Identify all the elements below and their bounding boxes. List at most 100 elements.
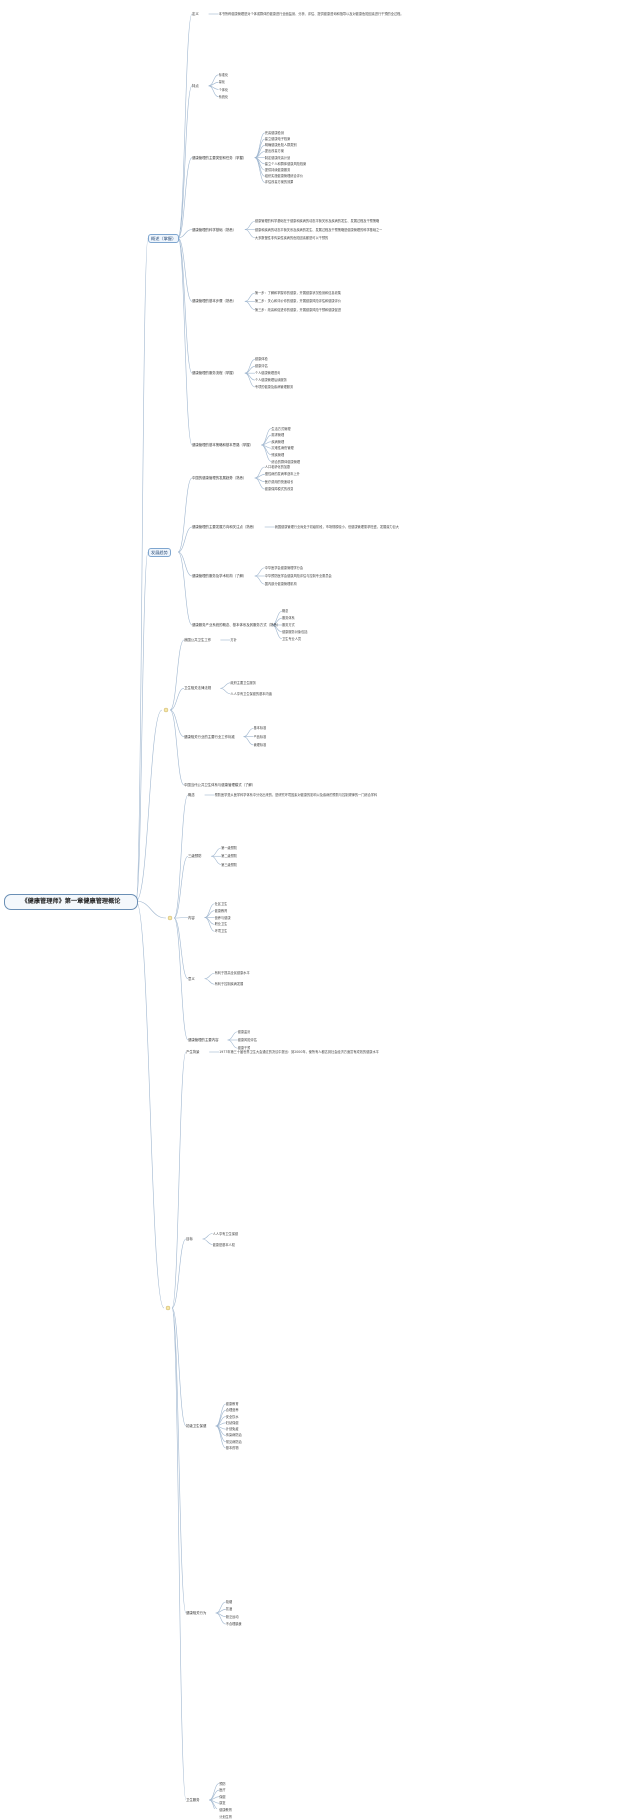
subtopic-s5-4-1[interactable]: 医疗	[219, 1788, 226, 1793]
subtopic-s2-2-1[interactable]: 中华预防医学会健康风险评估与控制专业委员会	[264, 574, 332, 578]
subtopic-s4-3-1[interactable]: 有利于控制疾病发展	[214, 982, 244, 987]
subtopic-s1-1-2[interactable]: 个体化	[218, 87, 229, 92]
subtopic-s1-3-2[interactable]: 大多数慢性非传染性疾病的危险因素都是可以干预的	[254, 235, 329, 240]
subtopic-s2-2-2[interactable]: 国内部分健康管理机构	[264, 582, 297, 587]
subtopic-s2-2-0[interactable]: 中华医学会健康管理学分会	[264, 565, 304, 570]
topic-s3-1[interactable]: 卫生相关法律法规	[184, 686, 212, 691]
topic-s1-5[interactable]: 健康管理的服务流程（掌握）	[192, 371, 237, 376]
subtopic-s3-2-0[interactable]: 基本标准	[253, 726, 267, 731]
topic-s2-2[interactable]: 健康管理的服务及学术机构（了解）	[192, 574, 247, 578]
subtopic-s1-0-0[interactable]: 本书所称健康管理是对个体或群体的健康进行全面监测、分析、评估、提供健康咨询和指导…	[218, 12, 404, 16]
subtopic-s2-0-1[interactable]: 慢性病的发病率逐年上升	[264, 472, 300, 477]
subtopic-s1-3-1[interactable]: 健康和疾病的动态平衡关系及疾病的发生、发展过程及干预策略是健康管理的科学基础之一	[254, 227, 383, 232]
subtopic-s5-1-0[interactable]: 人人享有卫生保健	[212, 1231, 239, 1236]
subtopic-s4-2-0[interactable]: 社区卫生	[214, 901, 228, 906]
subtopic-s1-2-0[interactable]: 完善健康检测	[264, 130, 284, 135]
subtopic-s5-4-3[interactable]: 康复	[219, 1801, 226, 1806]
subtopic-s1-1-0[interactable]: 标准化	[218, 72, 229, 77]
subtopic-s5-2-5[interactable]: 传染病防治	[225, 1433, 242, 1438]
subtopic-s2-3-2[interactable]: 服务方式	[282, 623, 295, 627]
subtopic-s4-4-2[interactable]: 健康干预	[237, 1046, 251, 1051]
topic-s4-1[interactable]: 三级预防	[188, 854, 202, 859]
subtopic-s2-0-3[interactable]: 健康保障模式的改变	[264, 487, 294, 491]
topic-s5-2[interactable]: 初级卫生保健	[186, 1424, 207, 1428]
subtopic-s1-1-1[interactable]: 量化	[218, 80, 225, 85]
subtopic-s4-2-3[interactable]: 职业卫生	[214, 922, 228, 927]
branch-s2[interactable]: 发展趋势	[148, 548, 171, 557]
subtopic-s4-3-0[interactable]: 有利于提高全民健康水平	[214, 971, 250, 976]
subtopic-s2-0-2[interactable]: 医疗费用的快速增长	[264, 479, 294, 484]
subtopic-s4-4-1[interactable]: 健康风险评估	[237, 1038, 257, 1042]
topic-s2-0[interactable]: 中国的健康管理的发展趋势（熟悉）	[192, 476, 247, 480]
subtopic-s5-3-1[interactable]: 饮酒	[225, 1607, 233, 1612]
subtopic-s1-5-3[interactable]: 个人健康管理后续服务	[254, 378, 287, 383]
subtopic-s4-1-0[interactable]: 第一级预防	[221, 846, 238, 850]
subtopic-s2-3-0[interactable]: 概念	[282, 609, 289, 614]
subtopic-s1-5-0[interactable]: 健康体检	[254, 357, 268, 362]
topic-s4-0[interactable]: 概念	[188, 793, 195, 797]
subtopic-s5-2-6[interactable]: 常见病防治	[225, 1439, 242, 1444]
topic-s1-0[interactable]: 定义	[192, 12, 199, 16]
subtopic-s1-6-3[interactable]: 灾难性病伤管理	[271, 446, 294, 451]
subtopic-s1-6-2[interactable]: 疾病管理	[271, 439, 285, 444]
subtopic-s1-4-1[interactable]: 第二步：关心和评价你的健康，开展健康风险评估和健康评价	[254, 299, 341, 304]
subtopic-s1-6-4[interactable]: 残疾管理	[271, 452, 285, 457]
subtopic-s5-0-0[interactable]: 1977年第三十届世界卫生大会通过的决议中提出：到2000年，使所有人都达到社会…	[219, 1050, 379, 1054]
subtopic-s4-2-2[interactable]: 营养与健康	[214, 915, 231, 920]
subtopic-s1-2-6[interactable]: 提供持续健康服务	[264, 168, 291, 173]
subtopic-s4-2-1[interactable]: 健康教育	[214, 908, 228, 913]
subtopic-s3-0-0[interactable]: 方针	[230, 638, 237, 642]
subtopic-s1-5-2[interactable]: 个人健康管理咨询	[254, 371, 281, 376]
topic-s4-4[interactable]: 健康管理的主要内容	[188, 1038, 219, 1042]
subtopic-s4-0-0[interactable]: 预防医学是从医学科学体系中分化出来的，是研究环境因素对健康的影响以及疾病的预防与…	[214, 793, 378, 797]
topic-s5-3[interactable]: 健康相关行为	[186, 1611, 207, 1615]
topic-s1-4[interactable]: 健康管理的基本步骤（熟悉）	[192, 299, 237, 304]
subtopic-s1-5-1[interactable]: 健康评估	[254, 364, 268, 369]
subtopic-s5-4-0[interactable]: 预防	[219, 1781, 226, 1786]
subtopic-s1-6-0[interactable]: 生活方式管理	[271, 426, 291, 431]
topic-s4-3[interactable]: 意义	[188, 976, 195, 981]
subtopic-s1-4-2[interactable]: 第三步：改善和促进你的健康，开展健康风险干预和健康促进	[254, 307, 341, 312]
subtopic-s5-3-2[interactable]: 缺乏运动	[225, 1614, 239, 1619]
subtopic-s4-2-4[interactable]: 环境卫生	[214, 929, 228, 934]
topic-s5-4[interactable]: 卫生服务	[186, 1798, 200, 1802]
subtopic-s1-2-7[interactable]: 组织实施健康管理综合评价	[264, 174, 304, 179]
subtopic-s3-2-2[interactable]: 管理标准	[253, 742, 267, 747]
subtopic-s1-1-3[interactable]: 系统化	[218, 94, 229, 99]
topic-s5-1[interactable]: 目标	[186, 1237, 193, 1241]
subtopic-s1-6-5[interactable]: 综合的群体健康管理	[271, 459, 301, 464]
topic-s3-2[interactable]: 健康相关行业的主要行业工作标准	[184, 734, 235, 739]
topic-s1-3[interactable]: 健康管理的科学基础（熟悉）	[192, 227, 237, 232]
subtopic-s1-5-4[interactable]: 专项的健康及疾病管理服务	[254, 384, 294, 389]
subtopic-s1-2-4[interactable]: 制定健康改善计划	[264, 155, 291, 160]
subtopic-s3-1-1[interactable]: 人人享有卫生保健的基本内涵	[230, 691, 272, 696]
subtopic-s1-2-8[interactable]: 评估改善方案的效果	[264, 180, 294, 185]
subtopic-s1-6-1[interactable]: 需求管理	[271, 433, 285, 438]
topic-s2-1[interactable]: 健康管理的主要发展方向和关注点（熟悉）	[192, 525, 257, 529]
topic-s4-2[interactable]: 内容	[188, 915, 195, 920]
subtopic-s1-2-5[interactable]: 建立个人和群体健康风险档案	[264, 161, 307, 166]
subtopic-s5-4-5[interactable]: 计划生育	[219, 1814, 232, 1819]
subtopic-s5-4-2[interactable]: 保健	[219, 1794, 226, 1799]
subtopic-s5-3-0[interactable]: 吸烟	[225, 1600, 233, 1604]
subtopic-s5-4-4[interactable]: 健康教育	[219, 1807, 232, 1812]
subtopic-s5-2-0[interactable]: 健康教育	[225, 1402, 239, 1406]
subtopic-s5-3-3[interactable]: 不合理膳食	[225, 1622, 242, 1626]
subtopic-s1-2-1[interactable]: 建立健康电子档案	[264, 137, 291, 142]
subtopic-s1-2-3[interactable]: 提出改善方案	[264, 149, 284, 154]
subtopic-s3-2-1[interactable]: 产品标准	[253, 734, 267, 739]
subtopic-s4-1-1[interactable]: 第二级预防	[221, 854, 238, 859]
subtopic-s4-4-0[interactable]: 健康监测	[237, 1029, 251, 1034]
subtopic-s1-4-0[interactable]: 第一步：了解和掌握你的健康，开展健康状况检测和信息收集	[254, 291, 341, 296]
subtopic-s1-3-0[interactable]: 健康管理的科学基础在于健康和疾病的动态平衡关系及疾病的发生、发展过程及干预策略	[254, 219, 380, 224]
subtopic-s2-0-0[interactable]: 人口老龄化的加剧	[264, 465, 291, 469]
topic-s1-1[interactable]: 特点	[192, 83, 199, 88]
subtopic-s5-2-2[interactable]: 安全饮水	[225, 1414, 239, 1419]
branch-s1[interactable]: 概述（掌握）	[148, 234, 180, 243]
topic-s2-3[interactable]: 健康服务产业系统的概念、基本体系及其服务方式（熟悉）	[192, 623, 281, 627]
topic-s3-0[interactable]: 我国公共卫生工作	[184, 638, 212, 642]
subtopic-s3-1-0[interactable]: 政府主要卫生服务	[230, 680, 256, 685]
subtopic-s2-3-1[interactable]: 服务体系	[282, 616, 295, 621]
subtopic-s5-2-3[interactable]: 妇幼保健	[225, 1420, 239, 1425]
subtopic-s2-3-3[interactable]: 健康服务对象包括	[282, 629, 308, 634]
